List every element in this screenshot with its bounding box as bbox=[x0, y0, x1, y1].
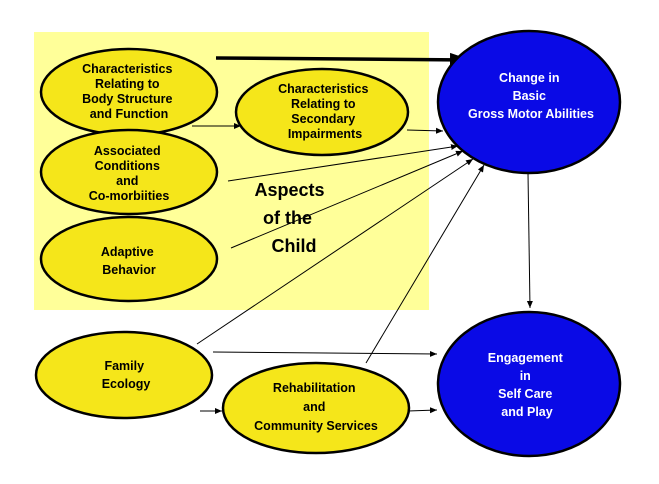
arrow-secondary-to-motor bbox=[406, 127, 444, 134]
arrow-motor-to-engagement bbox=[526, 172, 533, 309]
label-line: Adaptive bbox=[101, 245, 154, 259]
label-line: Body Structure bbox=[82, 92, 172, 106]
label-line: Co-morbiities bbox=[89, 189, 170, 203]
arrow-rehab-to-motor bbox=[365, 164, 485, 364]
label-line: Relating to bbox=[291, 97, 356, 111]
label-line: Change in bbox=[499, 71, 559, 85]
label-line: Engagement bbox=[488, 351, 564, 365]
label-line: and bbox=[303, 400, 325, 414]
label-secondary-impairments: Characteristics Relating to Secondary Im… bbox=[278, 82, 372, 141]
label-associated-conditions: Associated Conditions and Co-morbiities bbox=[89, 144, 170, 203]
label-engagement: Engagement in Self Care and Play bbox=[488, 351, 567, 419]
label-line: Relating to bbox=[95, 77, 160, 91]
label-gross-motor: Change in Basic Gross Motor Abilities bbox=[468, 71, 594, 121]
label-line: Impairments bbox=[288, 127, 362, 141]
label-line: Ecology bbox=[102, 377, 151, 391]
arrow-body-to-motor bbox=[215, 52, 471, 67]
arrow-adaptive-to-motor bbox=[230, 150, 464, 249]
label-line: Self Care bbox=[498, 387, 552, 401]
arrow-associated-to-motor bbox=[227, 144, 459, 182]
node-adaptive-behavior bbox=[39, 215, 219, 303]
arrow-family-to-motor bbox=[196, 158, 474, 345]
node-family-ecology bbox=[34, 330, 214, 420]
connectors bbox=[192, 52, 533, 414]
label-line: Rehabilitation bbox=[273, 381, 356, 395]
panel-label-aspects-of-the-child: Aspects of the Child bbox=[254, 180, 329, 256]
node-rehabilitation bbox=[221, 361, 411, 455]
arrow-family-to-engagement bbox=[212, 350, 438, 357]
label-line: Behavior bbox=[102, 263, 156, 277]
label-adaptive-behavior: Adaptive Behavior bbox=[101, 245, 157, 277]
label-line: Associated bbox=[94, 144, 161, 158]
label-family-ecology: Family Ecology bbox=[102, 359, 151, 391]
arrow-rehab-to-engagement bbox=[407, 407, 438, 414]
label-line: and bbox=[116, 174, 138, 188]
panel-label-line: Aspects bbox=[254, 180, 324, 200]
panel-label-line: Child bbox=[272, 236, 317, 256]
label-line: Family bbox=[104, 359, 144, 373]
panel-label-line: of the bbox=[263, 208, 312, 228]
label-line: and Function bbox=[90, 107, 168, 121]
label-rehabilitation: Rehabilitation and Community Services bbox=[254, 381, 378, 433]
label-line: Basic bbox=[513, 89, 546, 103]
label-line: in bbox=[520, 369, 531, 383]
node-engagement bbox=[436, 310, 622, 458]
label-line: and Play bbox=[501, 405, 552, 419]
label-line: Community Services bbox=[254, 419, 378, 433]
node-secondary-impairments bbox=[234, 67, 410, 157]
label-line: Secondary bbox=[291, 112, 355, 126]
label-body-structure: Characteristics Relating to Body Structu… bbox=[82, 62, 176, 121]
label-line: Conditions bbox=[95, 159, 160, 173]
label-line: Characteristics bbox=[82, 62, 172, 76]
node-associated-conditions bbox=[39, 128, 219, 216]
label-line: Gross Motor Abilities bbox=[468, 107, 594, 121]
node-gross-motor bbox=[436, 29, 622, 175]
label-line: Characteristics bbox=[278, 82, 368, 96]
